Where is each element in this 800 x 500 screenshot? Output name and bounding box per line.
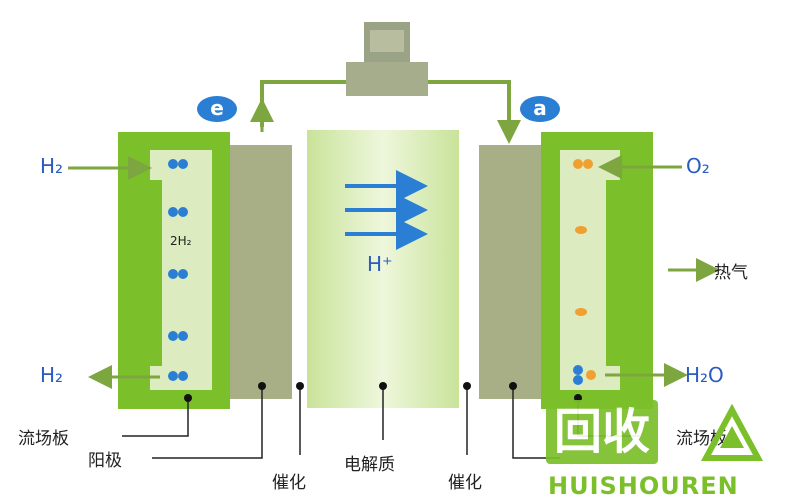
h2o-output-label: H₂O	[685, 363, 724, 387]
h2-molecules	[168, 159, 188, 381]
h2-output-label: H₂	[40, 363, 64, 387]
2h2-label: 2H₂	[170, 234, 192, 248]
watermark-logo: 回收	[546, 400, 658, 464]
right-inner-block	[606, 180, 653, 366]
o2-molecules	[573, 159, 596, 385]
load-device-base	[346, 62, 428, 96]
proton-label: H⁺	[367, 252, 393, 276]
electrolyte-label: 电解质	[344, 455, 395, 475]
anode-label: 阳极	[88, 451, 122, 471]
o2-input-label: O₂	[686, 154, 710, 178]
anode-layer	[230, 145, 292, 399]
watermark-cn: 回收	[553, 404, 650, 460]
proton-arrows	[345, 170, 428, 250]
watermark-recycle-icon	[700, 404, 764, 461]
h2-input-label: H₂	[40, 154, 64, 178]
electron-badge-left-label: e	[210, 96, 224, 120]
electron-badge-right: a	[520, 96, 560, 122]
heat-label: 热气	[714, 263, 748, 283]
electron-badge-right-label: a	[533, 96, 547, 120]
electrolyte	[307, 130, 459, 408]
circuit-wires	[260, 22, 511, 127]
left-inner-block	[118, 180, 162, 366]
catalyst-right-label: 催化	[448, 473, 482, 493]
electron-badge-left: e	[197, 96, 237, 122]
watermark-en: HUISHOUREN	[548, 472, 739, 500]
flow-plate-left-label: 流场板	[18, 429, 69, 449]
cathode-layer	[479, 145, 541, 399]
catalyst-left-label: 催化	[272, 473, 306, 493]
